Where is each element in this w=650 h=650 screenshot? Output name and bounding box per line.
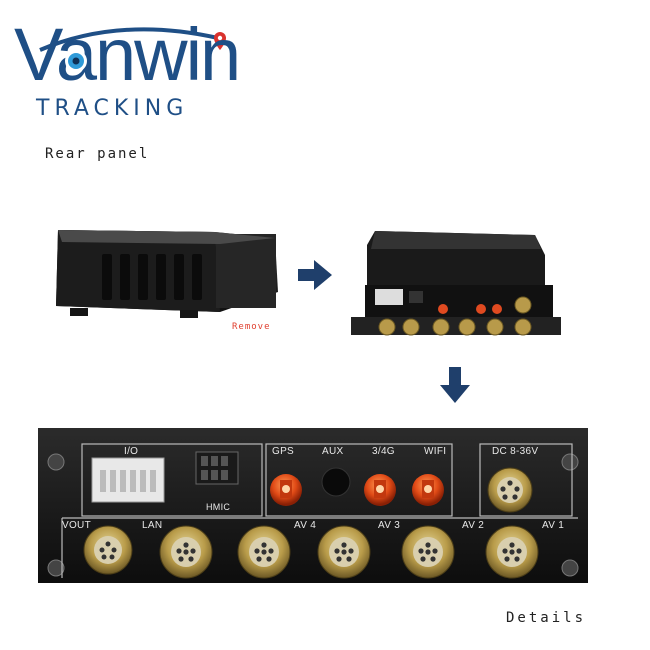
arrow-right-icon: [298, 260, 332, 290]
label-av3: AV 3: [378, 520, 401, 531]
label-hmic: HMIC: [206, 502, 231, 512]
label-av1: AV 1: [542, 520, 565, 531]
rear-panel-detail-image: [38, 428, 588, 583]
label-3-4g: 3/4G: [372, 446, 395, 457]
arrow-down-icon: [440, 367, 470, 403]
details-caption: Details: [506, 610, 587, 626]
label-wifi: WIFI: [424, 446, 447, 457]
label-dc: DC 8-36V: [492, 446, 539, 457]
logo-subtitle: TRACKING: [36, 96, 189, 121]
device-open-image: [351, 231, 561, 336]
device-closed-image: [56, 230, 278, 318]
logo-wordmark: Vanwin: [14, 13, 241, 96]
label-aux: AUX: [322, 446, 344, 457]
label-gps: GPS: [272, 446, 295, 457]
label-av4: AV 4: [294, 520, 317, 531]
label-vout: VOUT: [62, 520, 91, 531]
logo-swoosh-icon: [39, 27, 226, 52]
label-io: I/O: [124, 446, 139, 457]
rear-panel-caption: Rear panel: [45, 146, 150, 162]
label-av2: AV 2: [462, 520, 485, 531]
remove-caption: Remove: [232, 322, 271, 332]
logo-eye-icon: [65, 50, 87, 72]
label-lan: LAN: [142, 520, 163, 531]
